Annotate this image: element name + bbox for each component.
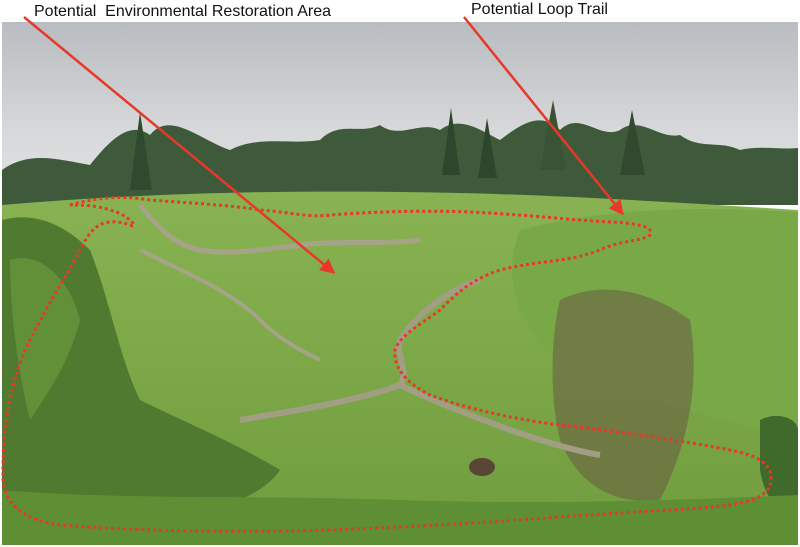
restoration-area-label: Potential Environmental Restoration Area: [34, 3, 332, 20]
tall-conifer-left: [130, 112, 152, 190]
rock: [469, 458, 495, 476]
tall-conifer-right: [620, 110, 645, 175]
tall-conifer-mid2: [478, 118, 497, 178]
tall-conifer-right2: [540, 100, 566, 170]
tall-conifer-mid: [442, 108, 460, 175]
landscape-photo: [2, 22, 798, 545]
left-shrubs: [2, 217, 280, 520]
loop-trail-label: Potential Loop Trail: [471, 1, 608, 18]
restoration-area-outline: [1, 196, 773, 533]
restoration-arrow: [23, 16, 336, 274]
dirt-path-left: [139, 248, 321, 362]
dirt-path-lower: [398, 382, 601, 458]
dirt-path-center: [239, 277, 481, 423]
right-edge-shrubs: [760, 415, 798, 520]
dirt-path-main: [138, 203, 421, 255]
left-shrubs-highlight: [10, 258, 80, 420]
right-shrubs: [552, 289, 694, 501]
trail-arrow: [463, 16, 624, 216]
